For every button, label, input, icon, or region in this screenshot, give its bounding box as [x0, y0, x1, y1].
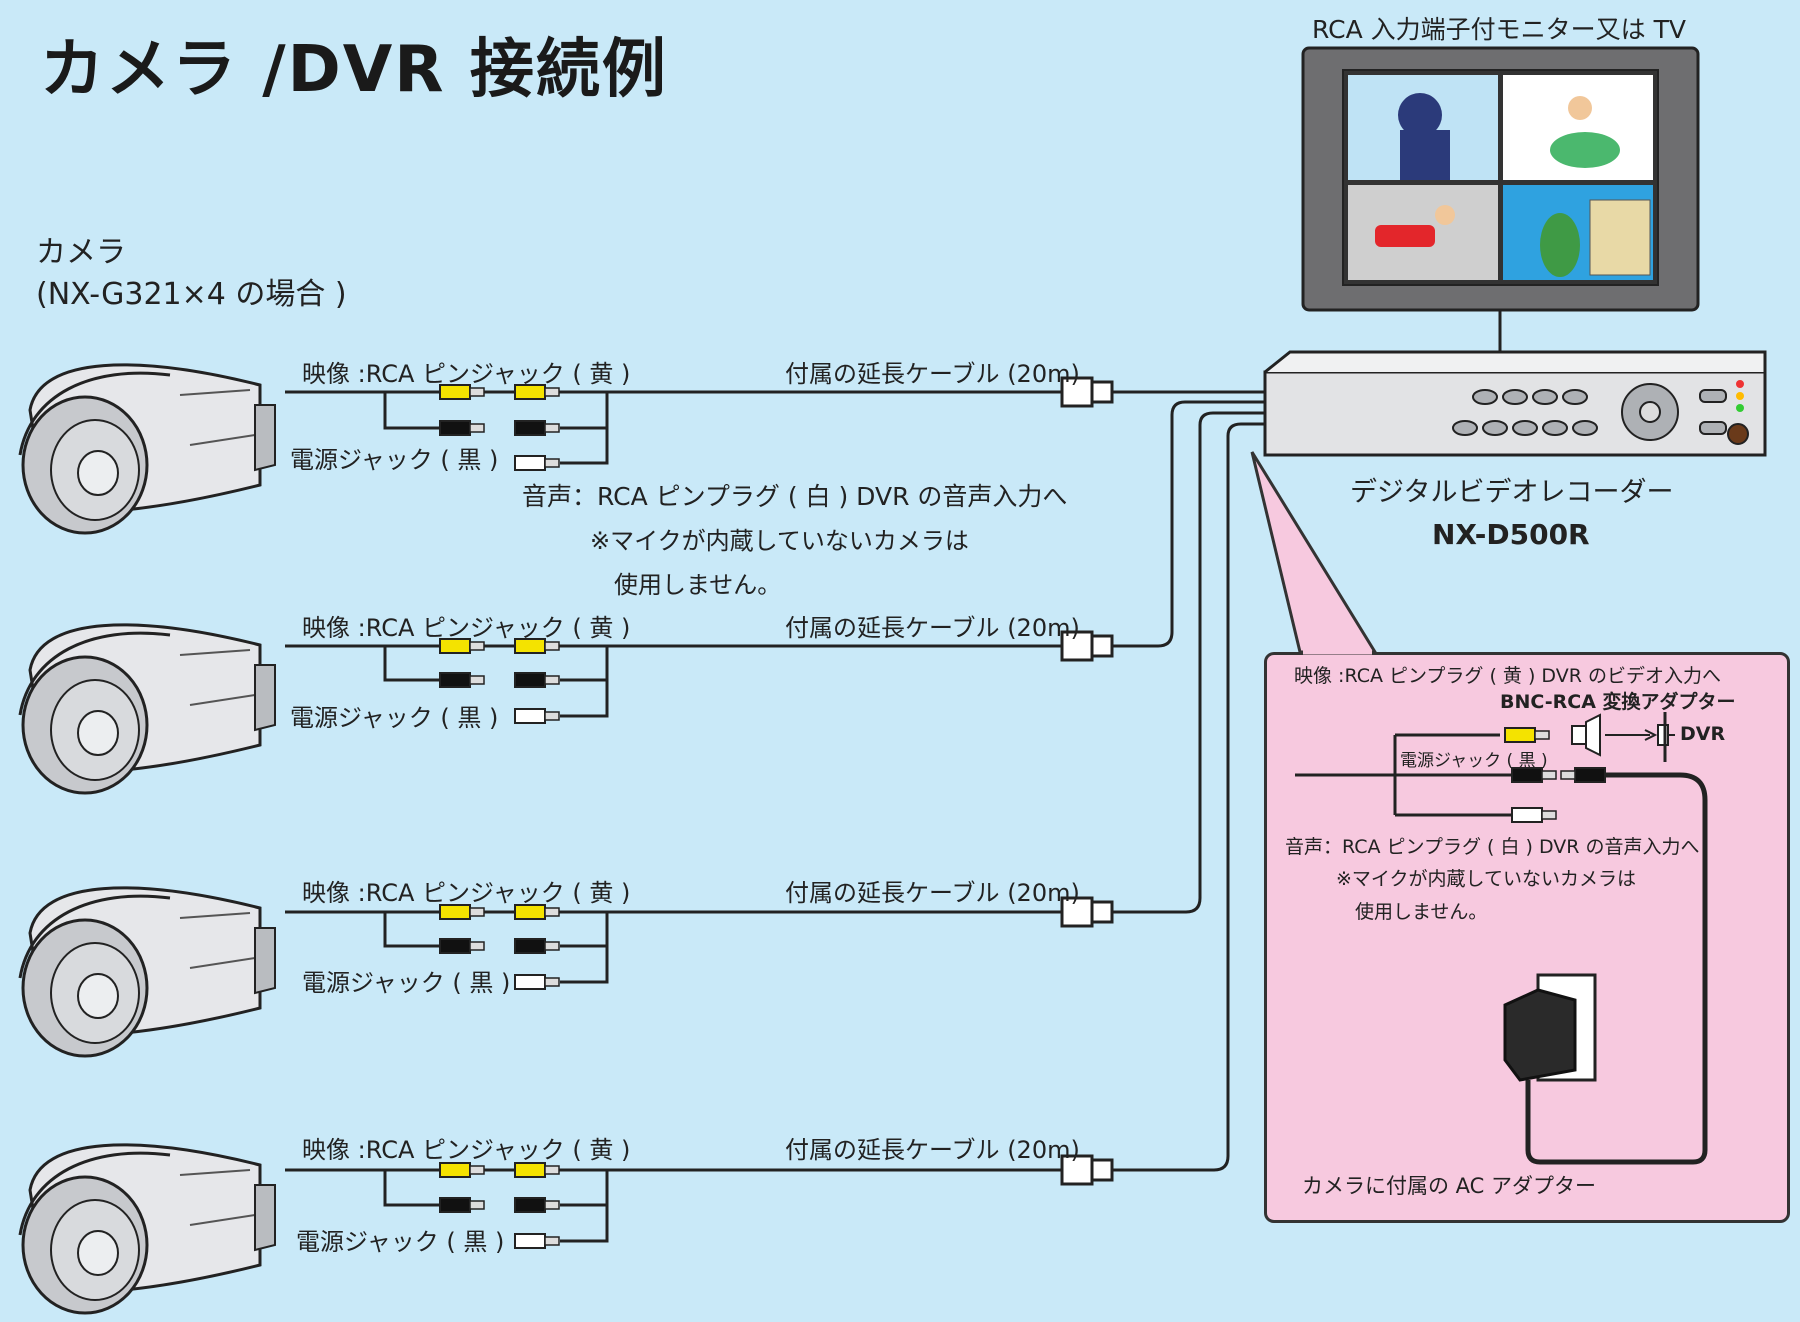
inset-audio-line1: 音声：RCA ピンプラグ ( 白 ) DVR の音声入力へ — [1285, 836, 1700, 858]
camera-unit-1 — [18, 363, 1265, 535]
inset-dvr-label: DVR — [1680, 723, 1726, 745]
camera-2-power-label: 電源ジャック ( 黒 ) — [290, 704, 499, 732]
inset-video-label: 映像 :RCA ピンプラグ ( 黄 ) DVR のビデオ入力へ — [1294, 665, 1721, 687]
camera-unit-3 — [18, 411, 1265, 1058]
camera-2-cable-label: 付属の延長ケーブル (20m) — [785, 614, 1080, 642]
camera-3-power-label: 電源ジャック ( 黒 ) — [302, 969, 511, 997]
camera-3-video-label: 映像 :RCA ピンジャック ( 黄 ) — [302, 879, 631, 907]
inset-wiring — [1295, 712, 1708, 1165]
inset-audio-line2: ※マイクが内蔵していないカメラは — [1336, 868, 1636, 890]
dvr-label: デジタルビデオレコーダー — [1350, 477, 1674, 508]
camera-heading-line2: (NX-G321×4 の場合 ) — [36, 277, 347, 312]
camera-1-cable-label: 付属の延長ケーブル (20m) — [785, 360, 1080, 388]
camera-4-power-label: 電源ジャック ( 黒 ) — [296, 1228, 505, 1256]
camera-unit-2 — [18, 400, 1265, 795]
camera-unit-4 — [18, 422, 1265, 1315]
audio-note-line2: ※マイクが内蔵していないカメラは — [590, 527, 969, 555]
monitor-label: RCA 入力端子付モニター又は TV — [1312, 15, 1686, 44]
inset-adapter-label: BNC-RCA 変換アダプター — [1500, 691, 1736, 713]
page-title: カメラ /DVR 接続例 — [40, 33, 668, 107]
camera-1-power-label: 電源ジャック ( 黒 ) — [290, 446, 499, 474]
ac-adapter — [1503, 973, 1597, 1082]
camera-heading: カメラ (NX-G321×4 の場合 ) — [36, 232, 347, 316]
audio-note-line3: 使用しません。 — [614, 571, 782, 599]
camera-4-cable-label: 付属の延長ケーブル (20m) — [785, 1136, 1080, 1164]
inset-ac-adapter-label: カメラに付属の AC アダプター — [1302, 1174, 1597, 1198]
camera-heading-line1: カメラ — [36, 235, 126, 270]
dvr-model: NX-D500R — [1432, 518, 1590, 551]
dvr-recorder — [1263, 350, 1767, 457]
monitor-tv — [1301, 46, 1700, 372]
camera-4-video-label: 映像 :RCA ピンジャック ( 黄 ) — [302, 1136, 631, 1164]
camera-2-video-label: 映像 :RCA ピンジャック ( 黄 ) — [302, 614, 631, 642]
inset-power-label: 電源ジャック ( 黒 ) — [1400, 751, 1548, 771]
camera-1-video-label: 映像 :RCA ピンジャック ( 黄 ) — [302, 360, 631, 388]
audio-note-line1: 音声：RCA ピンプラグ ( 白 ) DVR の音声入力へ — [522, 482, 1068, 511]
inset-audio-line3: 使用しません。 — [1355, 901, 1488, 923]
camera-3-cable-label: 付属の延長ケーブル (20m) — [785, 879, 1080, 907]
